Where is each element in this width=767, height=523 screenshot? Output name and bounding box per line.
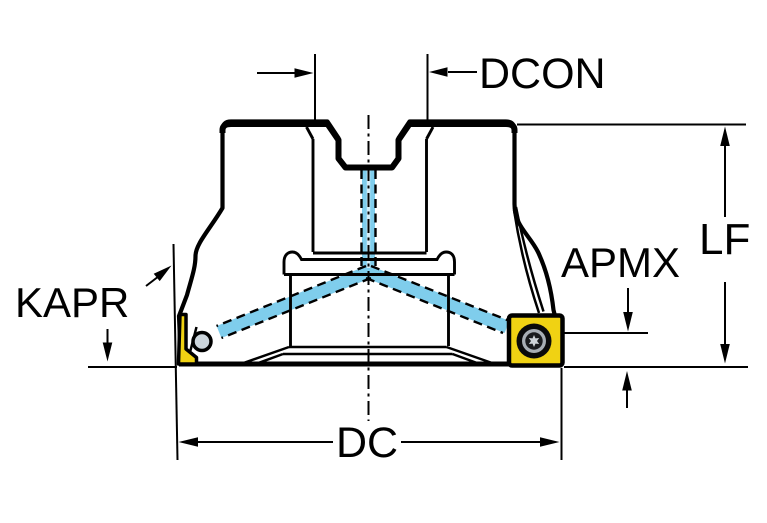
coolant-hole (191, 330, 213, 353)
dc-arrowhead-left (178, 437, 198, 447)
apmx-arrowhead-up (622, 371, 632, 391)
dcon-arrowhead-right (429, 67, 448, 77)
label-dc: DC (336, 419, 398, 467)
label-dcon: DCON (479, 50, 606, 98)
dc-arrowhead-right (540, 437, 560, 447)
base-chamfer (241, 345, 290, 365)
screw-torx-star (528, 335, 540, 347)
dimension-kapr: KAPR (15, 243, 179, 461)
base-chamfer (446, 345, 494, 365)
insert-right (506, 313, 565, 368)
dimension-apmx: APMX (561, 239, 680, 408)
insert-left-shape (176, 312, 199, 366)
pocket-curve-right (512, 209, 541, 314)
coolant-channel-right (366, 265, 510, 334)
kapr-arrowhead-diagonal (153, 265, 172, 282)
hub-chamfer-right (425, 126, 435, 140)
insert-left (176, 312, 199, 366)
coolant-edge-dash (221, 276, 372, 340)
label-lf: LF (699, 215, 750, 264)
coolant-edge-dash (365, 276, 504, 335)
pocket-curve-right (514, 206, 545, 312)
label-apmx: APMX (561, 239, 680, 286)
dimension-lf: LF (517, 123, 750, 368)
kapr-edge-line (172, 243, 179, 461)
lf-arrowhead-down (720, 344, 730, 364)
kapr-arrowhead-down (102, 342, 113, 362)
coolant-edge-dash (370, 264, 512, 323)
label-kapr: KAPR (15, 279, 129, 326)
collar (282, 250, 456, 275)
apmx-arrowhead-down (623, 312, 633, 332)
dcon-arrowhead-left (294, 68, 314, 78)
insert-screw (516, 323, 552, 359)
dimension-dcon: DCON (257, 50, 606, 120)
hub-chamfer-left (305, 126, 315, 140)
dimension-dc: DC (178, 368, 563, 467)
coolant-channel-left (216, 265, 371, 339)
lf-arrowhead-up (720, 126, 730, 146)
